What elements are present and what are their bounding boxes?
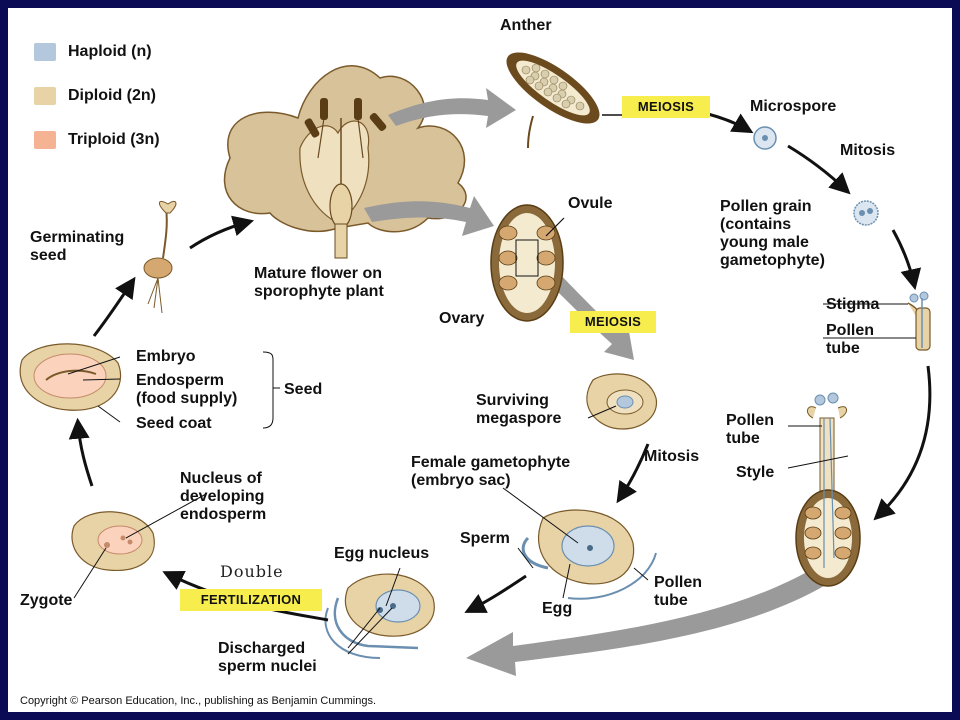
fertilization-ovule-drawing	[324, 573, 435, 659]
zygote-label: Zygote	[20, 592, 73, 609]
ovary-pollen-tube-drawing	[795, 392, 861, 587]
flower-to-anther-arrow	[388, 88, 516, 128]
seed-coat-label: Seed coat	[136, 415, 212, 432]
ovary-to-fertilization-arrow	[466, 568, 824, 676]
style-label: Style	[736, 464, 775, 481]
fertilization-badge: FERTILIZATION	[180, 589, 322, 611]
ovule-label: Ovule	[568, 195, 613, 212]
haploid-label: Haploid (n)	[68, 43, 152, 60]
life-cycle-illustration	[19, 52, 932, 676]
mature-flower-label: Mature flower on sporophyte plant	[254, 265, 384, 300]
microspore-label: Microspore	[750, 98, 837, 115]
triploid-label: Triploid (3n)	[68, 131, 160, 148]
anther-label: Anther	[500, 17, 552, 34]
zygote-drawing	[71, 511, 155, 572]
germinating-seed-label: Germinating seed	[30, 229, 125, 264]
mature-flower-drawing	[223, 65, 467, 259]
leader-lines	[67, 303, 916, 655]
meiosis-badge-mid: MEIOSIS	[570, 311, 656, 333]
pollen-tube-label-1: Pollen tube	[826, 322, 875, 357]
megaspore-drawing	[586, 373, 658, 430]
egg-nucleus-label: Egg nucleus	[334, 545, 430, 562]
sperm-label: Sperm	[460, 530, 510, 547]
meiosis-badge-top: MEIOSIS	[622, 96, 710, 118]
seed-label: Seed	[284, 381, 323, 398]
anther-drawing	[506, 52, 600, 149]
surviving-megaspore-label: Surviving megaspore	[476, 392, 562, 427]
diploid-swatch	[34, 87, 56, 105]
endosperm-label: Endosperm (food supply)	[136, 372, 238, 407]
pollen-grain-drawing	[853, 200, 879, 226]
diploid-label: Diploid (2n)	[68, 87, 156, 104]
copyright-text: Copyright © Pearson Education, Inc., pub…	[20, 695, 377, 707]
diagram-panel: Haploid (n) Diploid (2n) Triploid (3n) A…	[8, 8, 952, 712]
germinating-seed-drawing	[143, 200, 177, 314]
mitosis-label-top: Mitosis	[840, 142, 896, 159]
female-gametophyte-label: Female gametophyte (embryo sac)	[411, 454, 571, 489]
haploid-swatch	[34, 43, 56, 61]
pollen-grain-label: Pollen grain (contains young male gameto…	[720, 198, 825, 269]
stigma-style-drawing	[907, 291, 931, 351]
pollen-tube-label-2: Pollen tube	[726, 412, 775, 447]
ovary-center-drawing	[490, 204, 564, 322]
double-label: Double	[220, 562, 284, 581]
flower-to-ovule-arrow	[364, 196, 494, 236]
discharged-sperm-label: Discharged sperm nuclei	[218, 640, 317, 675]
egg-label: Egg	[542, 600, 573, 617]
female-gametophyte-drawing	[521, 509, 657, 600]
ovary-label: Ovary	[439, 310, 485, 327]
stigma-label: Stigma	[826, 296, 880, 313]
embryo-label: Embryo	[136, 348, 196, 365]
nucleus-endosperm-label: Nucleus of developing endosperm	[180, 470, 267, 523]
seed-drawing	[19, 343, 122, 411]
mitosis-label-mid: Mitosis	[644, 448, 700, 465]
triploid-swatch	[34, 131, 56, 149]
pollen-tube-label-3: Pollen tube	[654, 574, 703, 609]
